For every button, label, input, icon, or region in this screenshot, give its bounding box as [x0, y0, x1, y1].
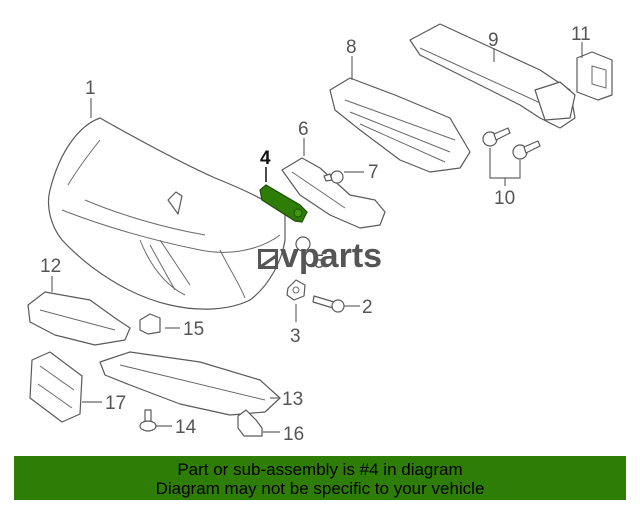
callout-9: 9: [488, 30, 499, 51]
banner-line-2: Diagram may not be specific to your vehi…: [155, 479, 485, 498]
watermark-text: vparts: [280, 237, 383, 275]
callout-8: 8: [346, 37, 357, 58]
bracket: [576, 51, 613, 101]
leader-lines: [51, 42, 583, 433]
callout-3: 3: [290, 326, 301, 347]
bumper-cover: [47, 117, 286, 310]
callout-10: 10: [494, 188, 515, 209]
callout-6: 6: [298, 119, 309, 140]
under-shield-left: [27, 291, 131, 346]
clip-3: [286, 279, 306, 301]
callout-16: 16: [283, 424, 304, 445]
callout-12: 12: [40, 256, 61, 277]
callout-4: 4: [260, 148, 271, 169]
vparts-logo-icon: [258, 249, 278, 269]
reinforcement-beam: [409, 23, 576, 129]
banner-line-1: Part or sub-assembly is #4 in diagram: [177, 460, 463, 479]
clip-15: [139, 313, 161, 335]
parts-diagram: 1 8 9 11 6 7 4 10 5 12 15 3 2 13 17 14 1…: [27, 23, 613, 445]
callout-14: 14: [175, 417, 197, 438]
bolt-14: [139, 409, 157, 432]
callout-1: 1: [85, 78, 96, 99]
clip-5: [295, 236, 311, 252]
clip-7: [323, 170, 344, 184]
callout-17: 17: [105, 393, 126, 414]
callout-13: 13: [282, 389, 303, 410]
callout-numbers: 1 8 9 11 6 7 4 10 5 12 15 3 2 13 17 14 1…: [40, 24, 591, 445]
lower-bracket: [281, 157, 386, 229]
grille: [329, 77, 471, 173]
bolts-10: [482, 127, 541, 160]
highlighted-part-4: [259, 184, 308, 223]
callout-2: 2: [362, 297, 373, 318]
engine-under-cover: [99, 351, 281, 416]
callout-7: 7: [368, 162, 379, 183]
callout-5: 5: [314, 252, 325, 273]
callout-11: 11: [571, 24, 591, 45]
screw-2: [312, 295, 345, 313]
info-banner: Part or sub-assembly is #4 in diagram Di…: [14, 456, 626, 500]
vparts-watermark: vparts: [258, 236, 382, 276]
callout-15: 15: [183, 319, 204, 340]
license-plate-bracket: [29, 351, 83, 423]
clip-16: [237, 409, 263, 437]
